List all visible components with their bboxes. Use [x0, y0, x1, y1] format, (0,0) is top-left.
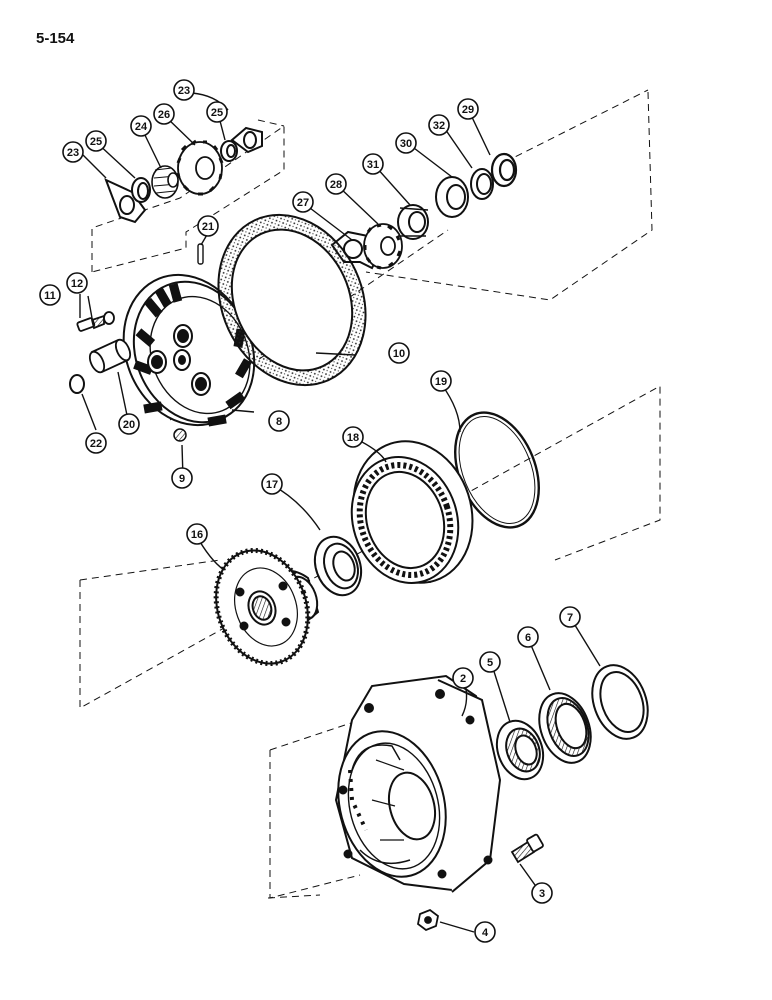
- callout-10: 10: [388, 342, 410, 364]
- callout-23-top: 23: [173, 79, 195, 101]
- callout-16: 16: [186, 523, 208, 545]
- svg-text:25: 25: [90, 136, 102, 148]
- callout-27: 27: [292, 191, 314, 213]
- callout-11: 11: [39, 284, 61, 306]
- callout-12: 12: [66, 272, 88, 294]
- shim: [470, 168, 494, 200]
- thrust-washer-left: [104, 178, 147, 224]
- svg-text:30: 30: [400, 138, 412, 150]
- svg-text:12: 12: [71, 278, 83, 290]
- needle-bearing: [151, 165, 179, 199]
- svg-text:20: 20: [123, 419, 135, 431]
- callout-20: 20: [118, 413, 140, 435]
- svg-text:19: 19: [435, 376, 447, 388]
- svg-text:24: 24: [135, 121, 148, 133]
- spacer-left: [131, 177, 151, 203]
- svg-text:9: 9: [179, 473, 185, 485]
- callout-2: 2: [452, 667, 474, 689]
- svg-text:5: 5: [487, 657, 493, 669]
- callout-5: 5: [479, 651, 501, 673]
- page-number: 5-154: [36, 30, 75, 47]
- svg-text:23: 23: [67, 147, 79, 159]
- svg-text:18: 18: [347, 432, 359, 444]
- bearing-cone: [313, 535, 363, 597]
- wear-sleeve: [591, 664, 649, 740]
- svg-text:11: 11: [44, 290, 56, 302]
- set-screw: [173, 428, 187, 442]
- callout-24: 24: [130, 115, 152, 137]
- wheel-nut: [417, 908, 439, 932]
- wheel-stud: [510, 833, 544, 864]
- planet-gear: [176, 139, 224, 196]
- ring-gear: [350, 440, 474, 584]
- leader-lines: [79, 92, 601, 933]
- callout-4: 4: [474, 921, 496, 943]
- callout-19: 19: [430, 370, 452, 392]
- svg-text:17: 17: [266, 479, 278, 491]
- callout-9: 9: [171, 467, 193, 489]
- svg-text:31: 31: [367, 159, 379, 171]
- o-ring: [69, 374, 85, 394]
- svg-text:16: 16: [191, 529, 203, 541]
- drive-gear-hub: [213, 547, 320, 667]
- washer-small: [103, 311, 115, 325]
- callout-28: 28: [325, 173, 347, 195]
- roll-pin: [197, 243, 204, 265]
- svg-text:26: 26: [158, 109, 170, 121]
- callout-labels: 23 26 24 25 25 23 29 32 30 31 28 27 21 1…: [39, 79, 581, 943]
- callout-7: 7: [559, 606, 581, 628]
- svg-text:32: 32: [433, 120, 445, 132]
- bolt: [76, 314, 105, 332]
- callout-21: 21: [197, 215, 219, 237]
- svg-text:8: 8: [276, 416, 282, 428]
- wheel-hub-housing: [334, 674, 502, 893]
- svg-text:3: 3: [539, 888, 545, 900]
- callout-18: 18: [342, 426, 364, 448]
- svg-text:25: 25: [211, 107, 223, 119]
- callout-32: 32: [428, 114, 450, 136]
- callout-23-left: 23: [62, 141, 84, 163]
- friction-ring: [217, 213, 367, 387]
- svg-text:21: 21: [202, 221, 214, 233]
- planet-pin: [88, 338, 132, 374]
- nut: [397, 204, 429, 240]
- svg-text:4: 4: [482, 927, 489, 939]
- svg-text:7: 7: [567, 612, 573, 624]
- svg-text:27: 27: [297, 197, 309, 209]
- callout-22: 22: [85, 432, 107, 454]
- callout-30: 30: [395, 132, 417, 154]
- svg-text:29: 29: [462, 104, 474, 116]
- svg-text:28: 28: [330, 179, 342, 191]
- callout-25-right: 25: [206, 101, 228, 123]
- callout-8: 8: [268, 410, 290, 432]
- svg-text:23: 23: [178, 85, 190, 97]
- svg-text:2: 2: [460, 673, 466, 685]
- callout-17: 17: [261, 473, 283, 495]
- callout-25-left: 25: [85, 130, 107, 152]
- callout-26: 26: [153, 103, 175, 125]
- callout-3: 3: [531, 882, 553, 904]
- snap-ring-bearing: [490, 152, 518, 188]
- spacer-right: [220, 140, 238, 162]
- svg-text:10: 10: [393, 348, 405, 360]
- thrust-washer-right: [230, 126, 263, 154]
- svg-text:6: 6: [525, 632, 531, 644]
- callout-31: 31: [362, 153, 384, 175]
- seal: [538, 692, 592, 764]
- thrust-washer-large: [435, 176, 469, 218]
- callout-29: 29: [457, 98, 479, 120]
- svg-text:22: 22: [90, 438, 102, 450]
- callout-6: 6: [517, 626, 539, 648]
- sun-gear: [363, 223, 403, 270]
